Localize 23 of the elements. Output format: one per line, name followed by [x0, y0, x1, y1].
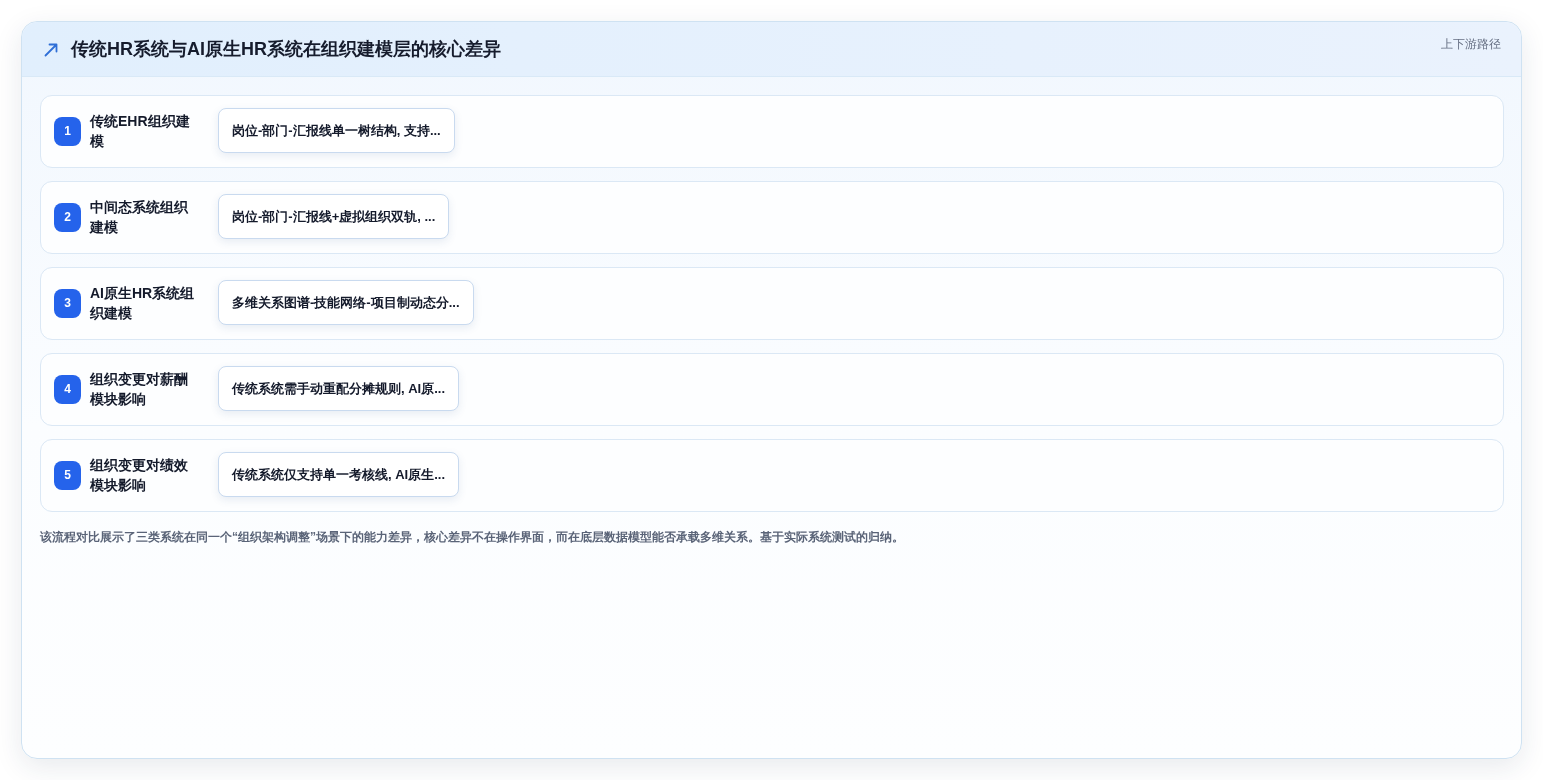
caption-text: 该流程对比展示了三类系统在同一个“组织架构调整”场景下的能力差异，核心差异不在操作界面，而在底层数据模型能否承载多维关系。基于实际系统测试的归纳。 — [40, 529, 904, 545]
description-box: 多维关系图谱-技能网络-项目制动态分... — [218, 280, 474, 325]
row-label: 中间态系统组织建模 — [90, 198, 189, 237]
step-number: 3 — [54, 289, 81, 318]
step-number: 2 — [54, 203, 81, 232]
row-card — [40, 267, 1504, 340]
row-card — [40, 439, 1504, 512]
row-label: 组织变更对薪酬模块影响 — [90, 370, 189, 409]
header-note: 上下游路径 — [1441, 36, 1501, 52]
row-card — [40, 181, 1504, 254]
step-number: 1 — [54, 117, 81, 146]
row-card — [40, 95, 1504, 168]
step-number: 5 — [54, 461, 81, 490]
row-label: 组织变更对绩效模块影响 — [90, 456, 189, 495]
description-box: 岗位-部门-汇报线单一树结构, 支持... — [218, 108, 455, 153]
description-box: 岗位-部门-汇报线+虚拟组织双轨, ... — [218, 194, 450, 239]
description-box: 传统系统仅支持单一考核线, AI原生... — [218, 452, 460, 497]
row-label: 传统EHR组织建模 — [90, 112, 191, 151]
description-box: 传统系统需手动重配分摊规则, AI原... — [218, 366, 460, 411]
row-label: AI原生HR系统组织建模 — [90, 284, 196, 323]
row-card — [40, 353, 1504, 426]
step-number: 4 — [54, 375, 81, 404]
panel-title: 传统HR系统与AI原生HR系统在组织建模层的核心差异 — [71, 38, 501, 61]
